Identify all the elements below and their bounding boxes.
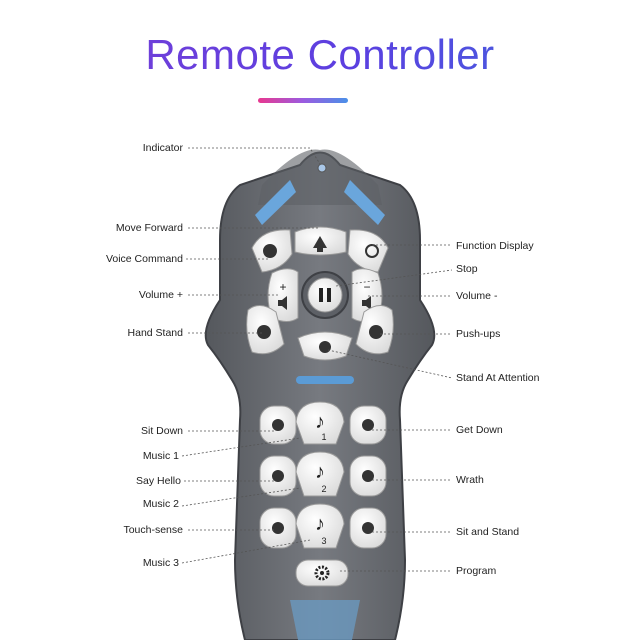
title-underline <box>258 98 348 103</box>
music-1-button[interactable] <box>295 401 345 445</box>
label-touch-sense: Touch-sense <box>123 524 183 536</box>
label-wrath: Wrath <box>456 474 484 486</box>
gear-icon <box>314 565 330 581</box>
label-get-down: Get Down <box>456 424 503 436</box>
music-3-number: 3 <box>321 536 326 546</box>
label-music-2: Music 2 <box>142 498 179 510</box>
robot-dog-icon <box>272 419 284 431</box>
label-move-forward: Move Forward <box>115 222 183 234</box>
gear-icon-center <box>320 571 324 575</box>
robot-dog-icon <box>362 470 374 482</box>
label-voice-command: Voice Command <box>105 253 183 265</box>
music-note-icon: ♪ <box>315 461 325 483</box>
label-stand-at-attention: Stand At Attention <box>456 372 540 384</box>
pause-icon-bar-left <box>319 288 323 302</box>
pause-icon-bar-right <box>327 288 331 302</box>
left-light-strip <box>255 180 296 225</box>
music-note-icon: ♪ <box>315 513 325 535</box>
indicator-light <box>317 163 327 173</box>
music-2-number: 2 <box>321 484 326 494</box>
music-3-button[interactable] <box>295 503 345 549</box>
label-volume-minus: Volume - <box>456 290 498 302</box>
music-note-icon: ♪ <box>315 411 325 433</box>
stop-button-face <box>307 277 343 313</box>
leader-lines <box>181 147 453 572</box>
robot-dog-icon <box>319 341 331 353</box>
label-hand-stand: Hand Stand <box>127 327 183 339</box>
label-stop: Stop <box>456 263 478 275</box>
robot-dog-icon <box>362 419 374 431</box>
robot-dog-icon <box>362 522 374 534</box>
label-volume-plus: Volume + <box>138 289 183 301</box>
middle-light-strip <box>296 376 354 384</box>
right-light-strip <box>344 180 385 225</box>
speaker-icon <box>362 296 371 310</box>
speaker-icon <box>278 296 287 310</box>
label-sit-down: Sit Down <box>140 425 183 437</box>
label-indicator: Indicator <box>142 142 183 154</box>
music-2-button[interactable] <box>295 451 345 497</box>
label-program: Program <box>456 565 497 577</box>
robot-dog-icon <box>257 325 271 339</box>
label-sit-and-stand: Sit and Stand <box>456 526 520 538</box>
page-title: Remote Controller <box>0 30 640 80</box>
bottom-light <box>290 600 360 640</box>
label-music-1: Music 1 <box>142 450 179 462</box>
label-function-display: Function Display <box>456 240 534 252</box>
label-push-ups: Push-ups <box>456 328 501 340</box>
robot-dog-icon <box>369 325 383 339</box>
robot-dog-icon <box>263 244 277 258</box>
label-music-3: Music 3 <box>142 557 179 569</box>
label-say-hello: Say Hello <box>136 475 181 487</box>
up-arrow-icon <box>313 236 327 252</box>
robot-dog-icon <box>272 470 284 482</box>
music-1-number: 1 <box>321 432 326 442</box>
robot-dog-icon <box>272 522 284 534</box>
volume-minus-sign: − <box>363 280 370 294</box>
volume-plus-sign: + <box>279 280 286 294</box>
volume-plus-button[interactable] <box>267 268 299 322</box>
